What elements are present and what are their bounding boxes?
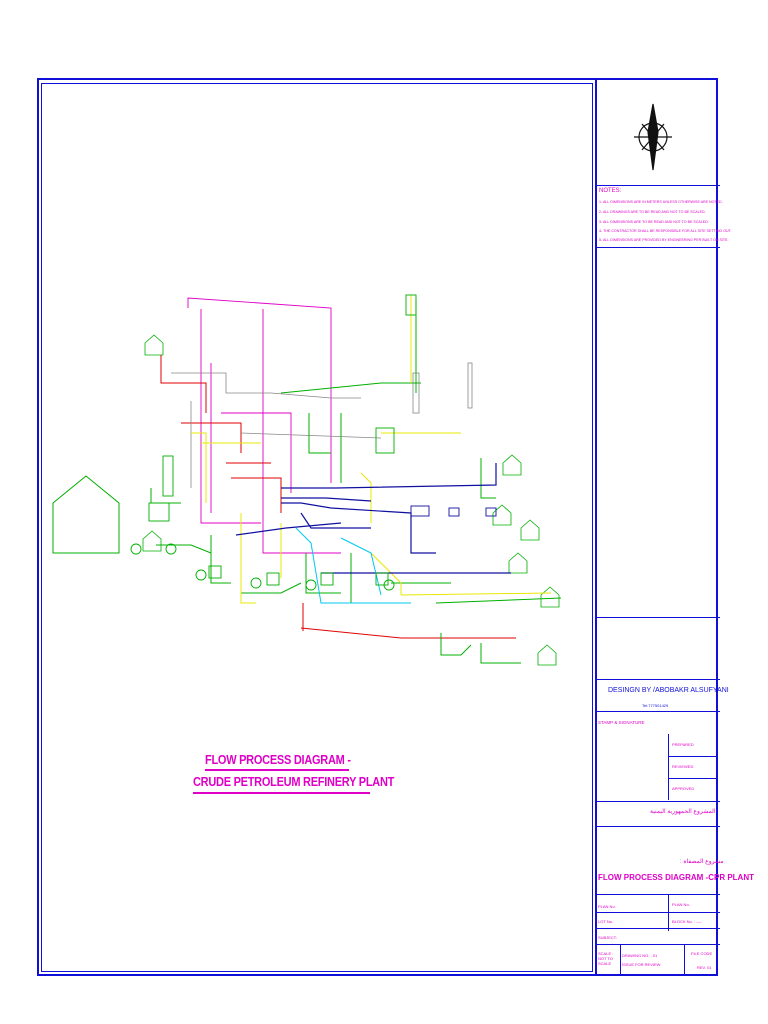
note-5: 5- ALL DIMENSIONS ARE PROVIDED BY ENGINE…: [599, 238, 729, 242]
tank-house-4: [492, 504, 512, 526]
subject-row: [597, 929, 720, 945]
arabic-cell: [597, 802, 720, 827]
lot-row: [597, 913, 720, 929]
plan-no-right: PLAN No.: [672, 902, 690, 907]
note-1: 1- ALL DIMENSIONS ARE IN METERS UNLESS O…: [599, 200, 723, 204]
logo-cell: [597, 78, 720, 186]
designer-cell: [597, 680, 720, 712]
notes-title: NOTES:: [599, 188, 622, 194]
notes-cell: [597, 186, 720, 248]
plan-row: [597, 895, 720, 913]
note-2: 2- ALL DRAWINGS ARE TO BE READ AND NOT T…: [599, 210, 706, 214]
arabic-project-line: المشروع الجمهورية اليمنية: [650, 809, 716, 815]
approval-approved: APPROVED: [672, 786, 695, 791]
drawing-no: DRAWING NO. : 01: [622, 953, 658, 958]
scale: SCALE : NOT TO SCALE: [598, 951, 614, 966]
tank-house-1: [144, 334, 164, 356]
tank-house-5: [520, 519, 540, 541]
tank-top: [405, 294, 417, 316]
stack: [467, 362, 473, 409]
exchanger-2: [266, 572, 280, 586]
plan-no-left: PLAN No.: [598, 904, 616, 909]
pump-6: [383, 579, 395, 591]
file-code: FILE CODE: [691, 951, 713, 956]
pump-3: [195, 569, 207, 581]
stamp-label: STAMP & SIGNATURE: [598, 720, 645, 725]
drawing-title-line1: FLOW PROCESS DIAGRAM -: [205, 753, 351, 767]
drawing-area: [41, 83, 593, 972]
tank-house-8: [537, 644, 557, 666]
approval-column: [668, 734, 718, 800]
divider: [620, 945, 621, 976]
subject: SUBJECT:: [598, 935, 617, 940]
exchanger-1: [208, 565, 222, 579]
title-underline-1: [205, 769, 349, 771]
divider: [668, 778, 718, 779]
block-no: BLOCK No. : ----: [672, 919, 702, 924]
note-4: 4- THE CONTRACTOR SHALL BE RESPONSIBLE F…: [599, 229, 732, 233]
drawing-frame: [37, 78, 718, 976]
pump-2: [165, 543, 177, 555]
tank-house-7: [540, 586, 560, 608]
process-diagram: [52, 294, 562, 666]
divider: [668, 895, 669, 931]
blank-cell-2: [597, 618, 720, 680]
revision: REV. 01: [697, 965, 712, 970]
exchanger-3: [320, 572, 334, 586]
title-underline-2: [193, 792, 370, 794]
approval-reviewed: REVIEWED: [672, 764, 694, 769]
issue-status: ISSUE FOR REVIEW: [622, 962, 661, 967]
compass-logo-icon: [634, 103, 672, 171]
approval-prepared: PREPARED: [672, 742, 694, 747]
drawing-title-line2: CRUDE PETROLEUM REFINERY PLANT: [193, 775, 395, 789]
designer-phone: Tel:777501429: [642, 703, 669, 708]
exchanger-4: [375, 572, 389, 586]
note-3: 3- ALL DIMENSIONS ARE TO BE READ AND NOT…: [599, 220, 709, 224]
heater-1: [162, 455, 174, 497]
pump-4: [250, 577, 262, 589]
tank-house-3: [502, 454, 522, 476]
divider: [684, 945, 685, 976]
pump-1: [130, 543, 142, 555]
tank-house-6: [508, 552, 528, 574]
lot-no: LOT No.: [598, 919, 614, 924]
plant-cell: [597, 827, 720, 895]
stamp-cell: [597, 712, 720, 802]
blank-cell: [597, 248, 720, 618]
designer-label: DESINGN BY /ABOBAKR ALSUFYANI: [608, 687, 729, 694]
separator: [375, 427, 395, 454]
title-block: [595, 78, 720, 976]
distillation-tower: [412, 372, 420, 414]
arabic-subject-line: : مشروع المصفاة: [680, 859, 724, 865]
tank-house-2: [142, 530, 162, 552]
column-1: [148, 502, 170, 522]
pump-5: [305, 579, 317, 591]
plant-name: FLOW PROCESS DIAGRAM -CPR PLANT: [598, 873, 754, 882]
storage-tank-large: [52, 475, 120, 554]
divider: [668, 756, 718, 757]
